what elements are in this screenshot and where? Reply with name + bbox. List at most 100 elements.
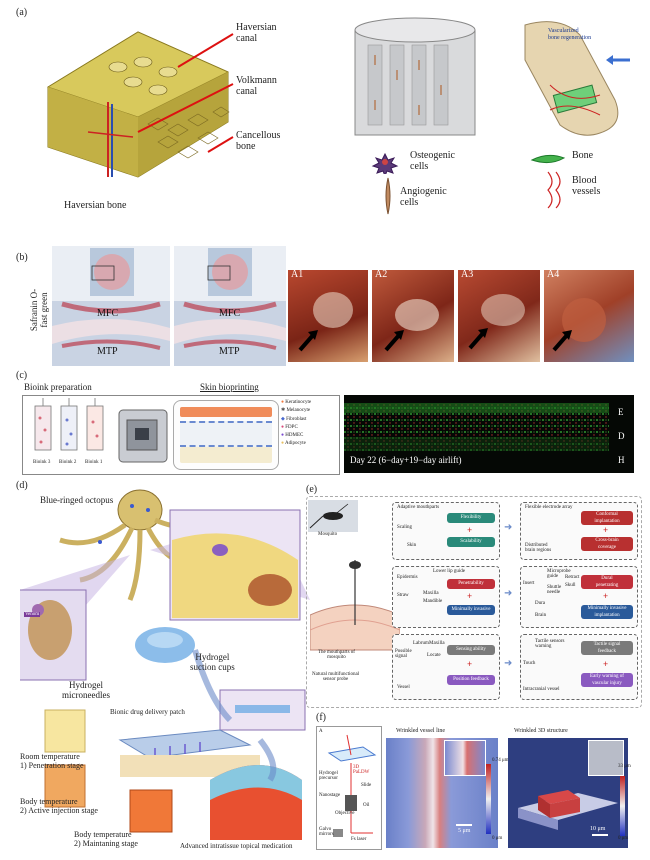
mfc-label-2: MFC (219, 308, 241, 319)
panel-f-letter: (f) (316, 712, 326, 723)
angiogenic-cell-icon (385, 177, 391, 215)
wrinkled-vessel-image (386, 738, 498, 848)
row1-l1: Scaling (397, 525, 412, 530)
slide-label: Slide (361, 783, 372, 788)
panel-e-frame (306, 496, 642, 708)
row3-l4: Locate (427, 653, 441, 658)
body-temp-injection-label: Body temperature 2) Active injection sta… (20, 797, 98, 815)
fs-laser-label: Fs laser (351, 837, 367, 842)
stain-label-wrap: Safranin O- fast green (14, 270, 50, 350)
octopus-label: Blue-ringed octopus (40, 495, 114, 505)
stain-label: Safranin O- fast green (29, 288, 49, 332)
row1-right-pill-b: Cross-brain coverage (581, 537, 633, 551)
row3-right-l3: Intracranial vessel (523, 687, 560, 692)
mosquito-label: Mosquito (318, 532, 338, 537)
blood-vessel-icon (547, 171, 561, 209)
bioprinting-schematic: Bioink 3 Bioink 2 Bioink 1 ● Keratinocyt… (22, 395, 340, 475)
scale1-bot-label: 0 μm (492, 836, 503, 841)
legend-keratinocyte: Keratinocyte (285, 400, 312, 405)
row2-right-l7: Brain (535, 613, 547, 618)
panel-e-letter: (e) (306, 484, 318, 495)
row3-l2: Maxilla (429, 641, 445, 646)
skin-bioprinting-label: Skin bioprinting (200, 382, 259, 392)
row1-right-pill-a: Conformal implantation (581, 511, 633, 525)
mosquito-photo (308, 500, 358, 532)
layer-e-label: E (618, 407, 624, 417)
e-row3-right: Tactile sensors warning Touch Intracrani… (520, 634, 638, 700)
row2-l3: Maxilla (423, 591, 439, 596)
row2-right-l1: Microprobe guide (547, 569, 571, 580)
row1-l2: Skin (407, 543, 417, 548)
e-row1-right: Flexible electrode array Distributed bra… (520, 502, 638, 560)
vascularized-label: Vascularized bone regeneration (548, 28, 592, 41)
row3-l5: Vessel (397, 685, 410, 690)
row3-l1: Labrum (413, 641, 429, 646)
row2-right-l4: Retract (565, 575, 580, 580)
day-label: Day 22 (6−day+19−day airlift) (350, 455, 462, 465)
scale-bar-1 (456, 824, 472, 826)
row2-right-pill-b: Minimally invasive implantation (581, 605, 633, 619)
row3-right-l2: Touch (523, 661, 536, 666)
bone-label: Bone (572, 150, 594, 161)
room-temp-label: Room temperature 1) Penetration stage (20, 752, 84, 770)
angiogenic-cells-label: Angiogenic cells (400, 186, 447, 208)
histology-image-2: MFC MTP (174, 246, 286, 366)
oil-label: Oil (363, 803, 370, 808)
scale1-top-label: 0.74 μm (492, 758, 509, 763)
probe-label: Natural multifunctional sensor probe (312, 672, 360, 683)
wrinkled-line-label: Wrinkled vessel line (396, 728, 446, 734)
volkmann-canal-label: Volkmann canal (236, 75, 277, 97)
legend-fdpc: FDPC (285, 424, 298, 430)
bioink-preparation-label: Bioink preparation (24, 382, 92, 392)
wrinkled-3d-label: Wrinkled 3D structure (514, 728, 568, 734)
row2-pill-a: Penetrability (447, 579, 495, 589)
row1-pill-b: Scalability (447, 537, 495, 547)
mtp-label-2: MTP (219, 346, 240, 357)
e-row2-right: Microprobe guide Shuttle needle Insert R… (520, 566, 638, 628)
osteogenic-cells-label: Osteogenic cells (410, 150, 455, 172)
surgery-photo-a2: A2 (372, 270, 454, 362)
row2-right-l3: Insert (523, 581, 535, 586)
cancellous-bone-label: Cancellous bone (236, 130, 281, 152)
layer-d-label: D (618, 431, 625, 441)
legend-adipocyte: Adipocyte (285, 441, 306, 447)
scale-bar-2 (592, 834, 608, 836)
mtp-label-1: MTP (97, 346, 118, 357)
vascularized-bone-illustration (524, 21, 630, 136)
row3-l3: Possible signal (395, 649, 412, 660)
venom-label: Venom (24, 612, 41, 617)
row1-right-l1: Distributed brain regions (525, 543, 552, 554)
microneedles-label: Hydrogel microneedles (62, 680, 110, 700)
bioink-2-label: Bioink 2 (59, 460, 77, 465)
surgery-photo-a3: A3 (458, 270, 540, 362)
row2-right-pill-a: Dural penetrating (581, 575, 633, 589)
fluorescence-image: Day 22 (6−day+19−day airlift) E D H (344, 395, 634, 473)
suction-cups-label: Hydrogel suction cups (190, 652, 235, 672)
row1-arrow-icon: ➜ (504, 522, 513, 533)
scale2-top-label: 33 μm (618, 764, 631, 769)
mfc-label-1: MFC (97, 308, 119, 319)
objective-label: Objective (335, 811, 355, 816)
e-row2-left: Lower lip guide Epidermis Straw Maxilla … (392, 566, 500, 628)
row2-l2: Straw (397, 593, 409, 598)
panel-b-letter: (b) (16, 252, 28, 263)
octopus-patch-illustration (20, 489, 310, 840)
row2-right-l6: Dura (535, 601, 545, 606)
bar2-label: 10 μm (590, 826, 606, 832)
row3-pill-a: Sensing ability (447, 645, 495, 655)
row1-pill-a: Flexibility (447, 513, 495, 523)
body-temp-maintain-label: Body temperature 2) Maintaning stage (74, 830, 138, 848)
surgery-photo-a1: A1 (288, 270, 368, 362)
layer-h-label: H (618, 455, 625, 465)
row2-l4: Mandible (423, 599, 443, 604)
color-scale-1 (486, 764, 491, 834)
panel-c-letter: (c) (16, 370, 28, 381)
mouthparts-label: The mouthparts of mosquito (318, 650, 355, 661)
row3-right-pill-b: Early warning of vascular injury (581, 673, 633, 687)
osteogenic-cell-icon (371, 152, 399, 174)
e-row1-left: Adaptive mouthparts Scaling Skin Flexibi… (392, 502, 500, 560)
row3-pill-b: Position feedback (447, 675, 495, 685)
bar1-label: 5 μm (458, 828, 471, 834)
a1-label: A1 (291, 270, 304, 280)
bone-icon (530, 154, 566, 164)
